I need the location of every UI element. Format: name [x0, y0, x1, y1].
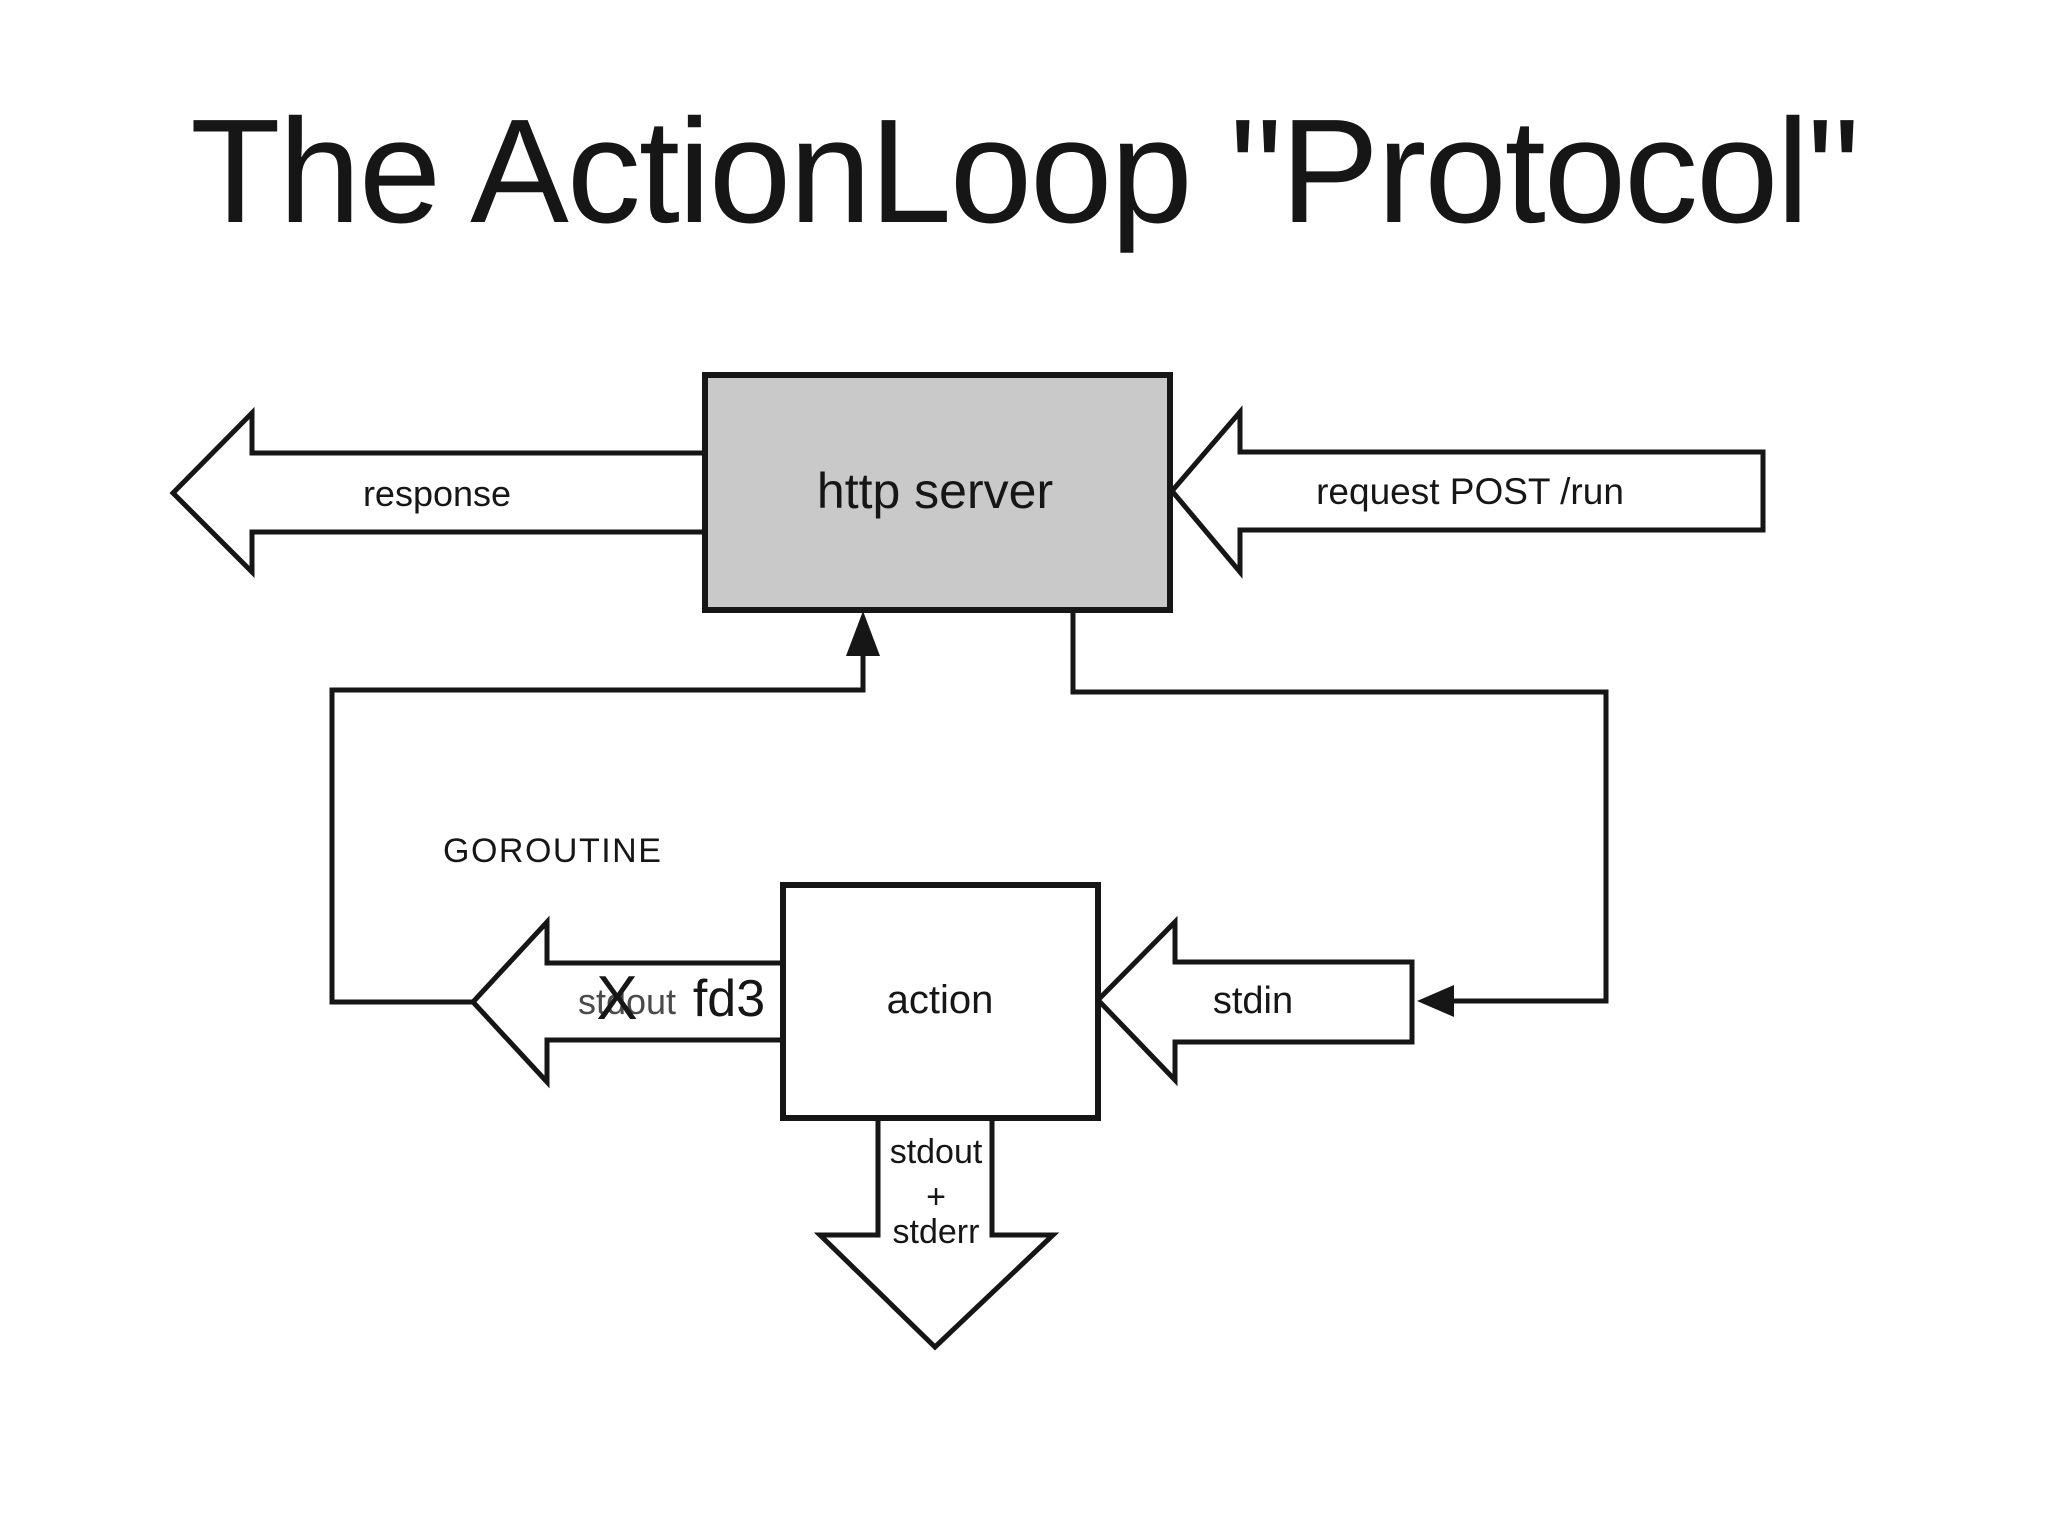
fd3-label: fd3	[693, 970, 765, 1028]
goroutine-label: GOROUTINE	[443, 832, 662, 870]
stdin-arrow-shape	[1094, 915, 1415, 1087]
slide-title: The ActionLoop "Protocol"	[190, 89, 1858, 254]
stdout-crossed-label: stdout	[578, 981, 676, 1022]
request-arrow-shape	[1168, 405, 1766, 579]
stdin-label: stdin	[1213, 980, 1293, 1022]
request-to-stdin-line	[1070, 610, 1609, 1004]
cross-x-mark: X	[596, 964, 637, 1033]
left-arrowhead-icon	[1417, 985, 1454, 1017]
bottom-plus-label: +	[926, 1178, 946, 1216]
bottom-stdout-label: stdout	[890, 1133, 983, 1171]
response-label: response	[363, 473, 511, 514]
bottom-stderr-label: stderr	[893, 1213, 980, 1251]
up-arrowhead-icon	[846, 611, 880, 656]
goroutine-loop-line	[329, 648, 866, 1005]
request-label: request POST /run	[1316, 471, 1624, 512]
http-server-label: http server	[817, 463, 1053, 519]
action-box	[780, 882, 1101, 1121]
stdout-stderr-arrow-shape	[813, 1109, 1060, 1351]
http-server-box	[702, 372, 1173, 613]
action-label: action	[887, 978, 994, 1022]
